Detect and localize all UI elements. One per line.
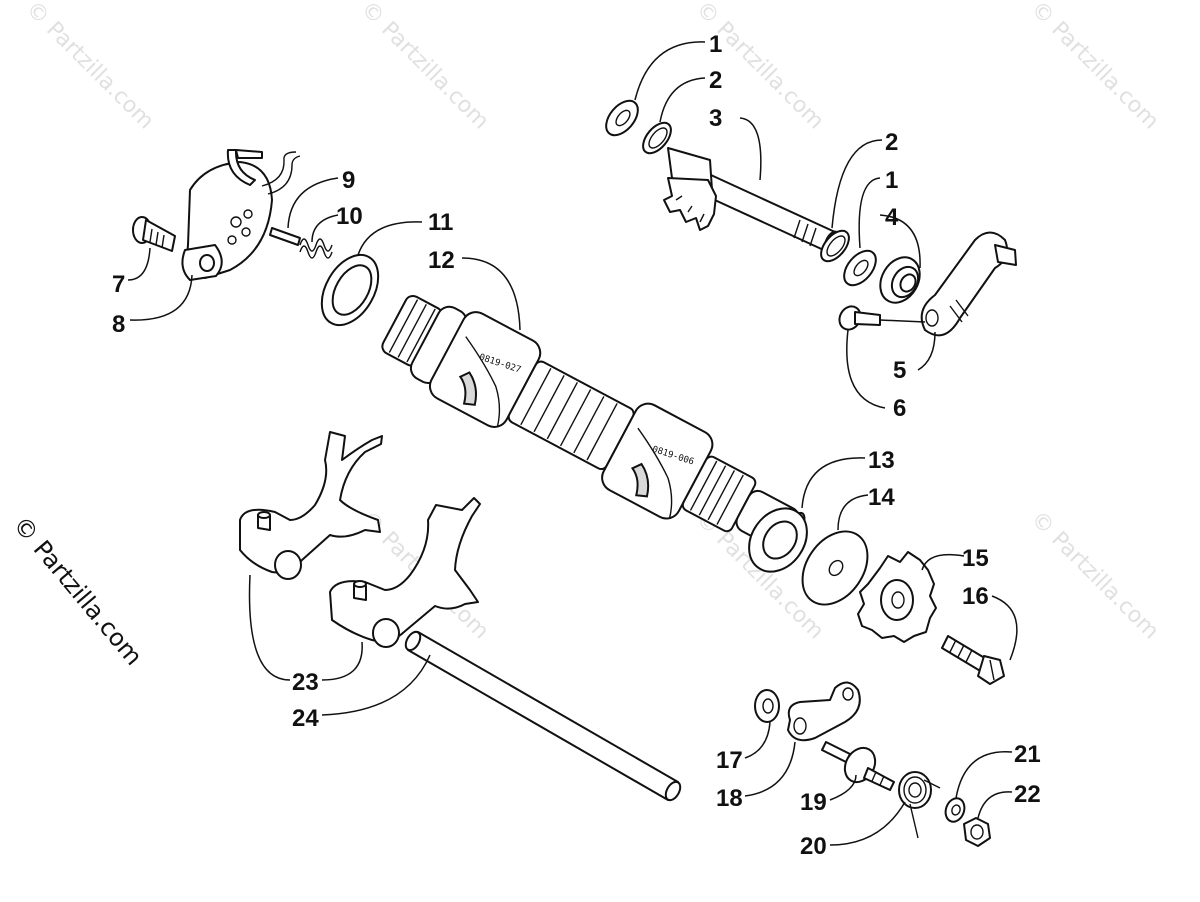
callout-24: 24 [292,705,319,732]
part-2-circlip-top [642,121,672,155]
callout-2-lower: 2 [885,129,898,156]
part-23-shift-fork-2 [329,497,481,648]
watermark-4: © Partzilla.com [1026,0,1164,134]
part-16-bolt [941,635,1005,685]
callout-4: 4 [885,204,899,231]
callout-19: 19 [800,789,827,816]
watermark-1: © Partzilla.com [21,0,159,134]
callout-5: 5 [893,357,906,384]
part-20-spring [898,771,941,839]
stopper-arm-group [754,681,991,847]
part-1-washer-lower [843,249,877,287]
callout-3: 3 [709,105,722,132]
leader-lines [127,41,1018,846]
callout-6: 6 [893,395,906,422]
callouts: 1 2 3 2 1 4 5 6 7 8 9 10 11 12 13 14 15 … [112,31,1041,860]
part-6-bolt [838,305,926,331]
brand-text: © Partzilla.com [7,511,147,671]
callout-22: 22 [1014,781,1041,808]
part-23-shift-fork-1 [239,431,383,580]
part-13-washer [748,507,808,573]
callout-16: 16 [962,583,989,610]
part-22-nut [963,817,991,847]
watermarks: © Partzilla.com © Partzilla.com © Partzi… [21,0,1164,644]
callout-21: 21 [1014,741,1041,768]
part-3-shift-shaft [663,147,841,254]
part-12-shift-drum: 0819-027 0819-006 [381,294,806,554]
callout-1-top: 1 [709,31,722,58]
part-21-washer [944,797,966,823]
callout-13: 13 [868,447,895,474]
part-7-bolt [132,216,176,252]
callout-15: 15 [962,545,989,572]
callout-2-top: 2 [709,67,722,94]
callout-8: 8 [112,311,125,338]
shift-fork-group [239,431,682,802]
part-15-star-segment [857,551,937,643]
callout-9: 9 [342,167,355,194]
callout-14: 14 [868,484,895,511]
part-2-circlip-lower [820,229,850,263]
callout-23: 23 [292,669,319,696]
part-19-stopper-bolt [821,741,895,791]
neutral-switch-group [132,149,380,327]
part-4-bearing [879,256,921,304]
drum-end-group [748,507,1005,685]
callout-1-lower: 1 [885,167,898,194]
watermark-7: © Partzilla.com [1026,507,1164,645]
part-1-washer-top [605,99,639,137]
part-14-plate [801,530,869,606]
part-17-washer [754,689,780,723]
callout-12: 12 [428,247,455,274]
callout-11: 11 [428,209,453,236]
callout-7: 7 [112,271,125,298]
part-11-washer [320,253,380,327]
callout-10: 10 [336,203,363,230]
part-8-switch-body [181,149,301,281]
part-9-pin [269,227,301,246]
part-18-stopper-arm [787,681,861,742]
part-10-spring [299,238,333,259]
part-24-fork-rod [404,630,682,802]
watermark-2: © Partzilla.com [356,0,494,134]
part-5-shift-arm [920,231,1017,337]
shift-shaft-group [605,99,1017,337]
callout-20: 20 [800,833,827,860]
callout-17: 17 [716,747,743,774]
callout-18: 18 [716,785,743,812]
